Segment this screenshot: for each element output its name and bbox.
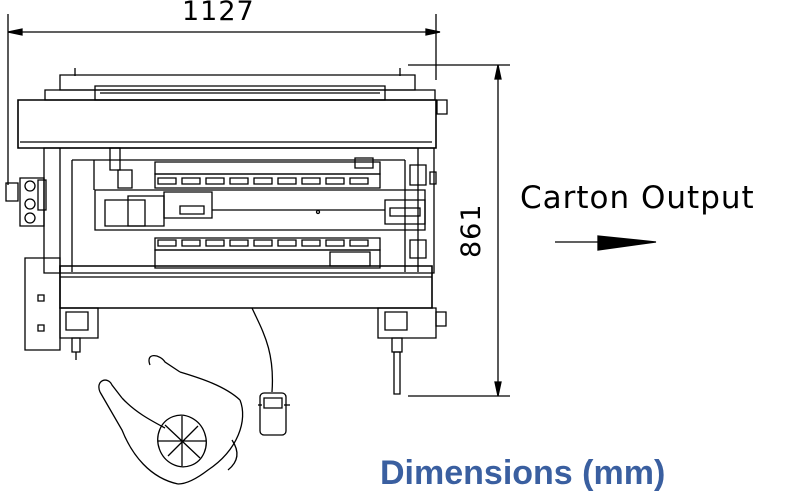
- carton-output-label: Carton Output: [520, 180, 755, 216]
- left-valve-assembly: [6, 178, 46, 226]
- bottom-rail: [60, 266, 432, 308]
- depth-dimension-label: 861: [456, 203, 487, 258]
- foot-pedal: [252, 308, 290, 435]
- right-leg: [378, 308, 446, 394]
- top-cover: [18, 68, 447, 148]
- center-conveyor: [95, 190, 425, 230]
- width-dimension-line: [8, 14, 440, 185]
- upper-guide-rail: [155, 158, 380, 188]
- control-box: [25, 258, 60, 350]
- operator-figure: [99, 356, 243, 484]
- output-arrow: [555, 236, 656, 250]
- width-dimension-label: 1127: [182, 0, 255, 27]
- dimensions-title: Dimensions (mm): [380, 454, 666, 492]
- lower-guide-rail: [155, 238, 380, 268]
- main-frame: [44, 148, 434, 273]
- left-leg: [60, 308, 98, 360]
- depth-dimension-line: [408, 65, 510, 396]
- right-side-components: [410, 165, 436, 258]
